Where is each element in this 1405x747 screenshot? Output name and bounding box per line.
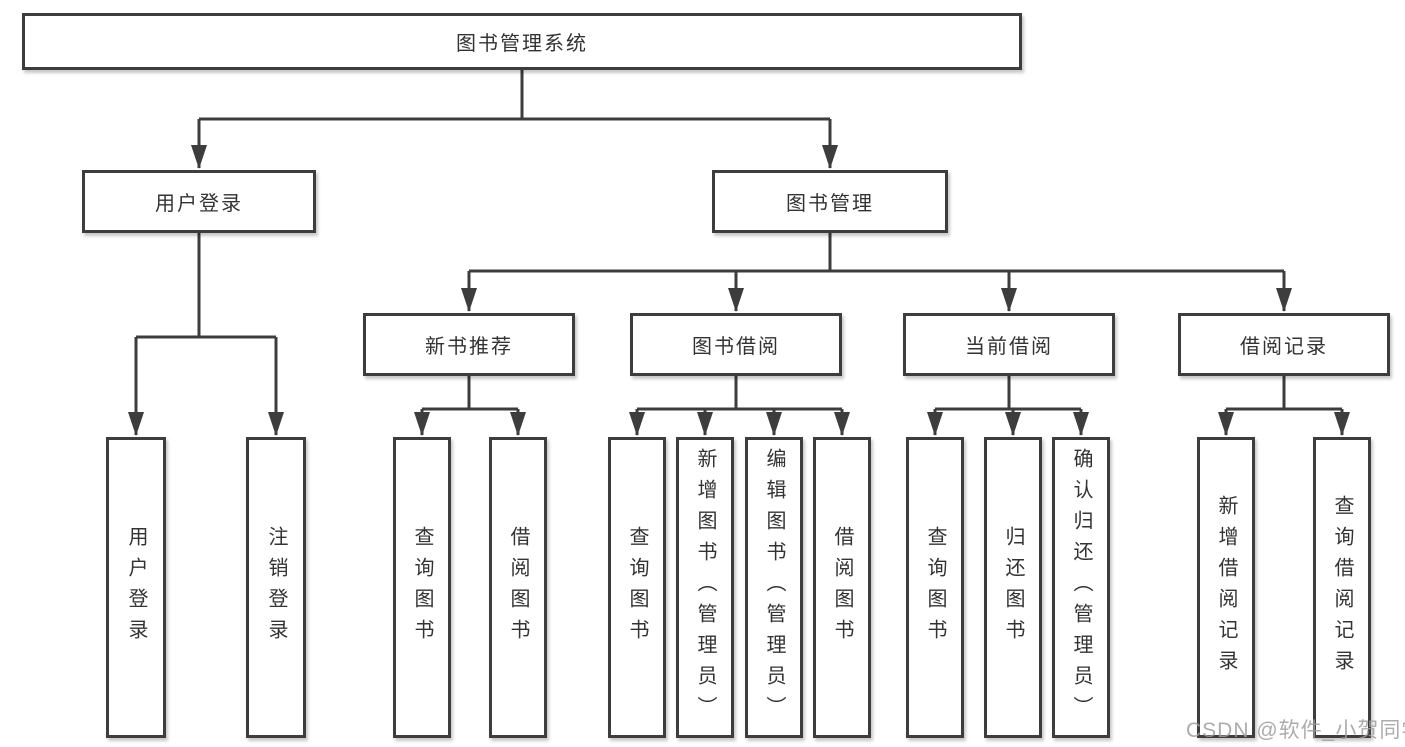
leaf-add-book-admin: 新增图书（管理员） [676,437,734,738]
leaf-borrow-books-a-label: 借阅图书 [507,525,529,650]
leaf-return-book-label: 归还图书 [1002,525,1024,650]
leaf-add-book-admin-label: 新增图书（管理员） [694,448,716,727]
node-user-login: 用户登录 [82,170,316,233]
node-root-label: 图书管理系统 [456,33,588,55]
leaf-user-login: 用户登录 [106,437,166,738]
csdn-watermark: CSDN @软件_小贺同学 [1186,719,1405,742]
node-book-borrowing: 图书借阅 [630,313,842,376]
leaf-logout: 注销登录 [246,437,306,738]
node-borrowing-records-label: 借阅记录 [1240,336,1328,358]
node-book-management-label: 图书管理 [786,193,874,215]
node-root: 图书管理系统 [22,13,1022,70]
node-current-borrowing-label: 当前借阅 [965,336,1053,358]
node-user-login-label: 用户登录 [155,193,243,215]
leaf-query-borrow-record-label: 查询借阅记录 [1331,494,1353,681]
leaf-edit-book-admin-label: 编辑图书（管理员） [763,448,785,727]
node-borrowing-records: 借阅记录 [1178,313,1390,376]
leaf-add-borrow-record-label: 新增借阅记录 [1215,494,1237,681]
leaf-logout-label: 注销登录 [265,525,287,650]
leaf-confirm-return-admin-label: 确认归还（管理员） [1070,448,1092,727]
leaf-query-books-a-label: 查询图书 [411,525,433,650]
leaf-query-books-a: 查询图书 [393,437,451,738]
leaf-add-borrow-record: 新增借阅记录 [1197,437,1255,738]
leaf-edit-book-admin: 编辑图书（管理员） [745,437,803,738]
leaf-confirm-return-admin: 确认归还（管理员） [1052,437,1110,738]
leaf-query-books-c: 查询图书 [906,437,964,738]
leaf-query-books-b: 查询图书 [608,437,666,738]
leaf-query-borrow-record: 查询借阅记录 [1313,437,1371,738]
node-new-book-recommendation-label: 新书推荐 [425,336,513,358]
leaf-user-login-label: 用户登录 [125,525,147,650]
leaf-query-books-c-label: 查询图书 [924,525,946,650]
node-new-book-recommendation: 新书推荐 [363,313,575,376]
leaf-return-book: 归还图书 [984,437,1042,738]
leaf-borrow-books-a: 借阅图书 [489,437,547,738]
leaf-borrow-books-b-label: 借阅图书 [831,525,853,650]
leaf-query-books-b-label: 查询图书 [626,525,648,650]
node-book-borrowing-label: 图书借阅 [692,336,780,358]
node-book-management: 图书管理 [712,170,948,233]
leaf-borrow-books-b: 借阅图书 [813,437,871,738]
node-current-borrowing: 当前借阅 [903,313,1115,376]
